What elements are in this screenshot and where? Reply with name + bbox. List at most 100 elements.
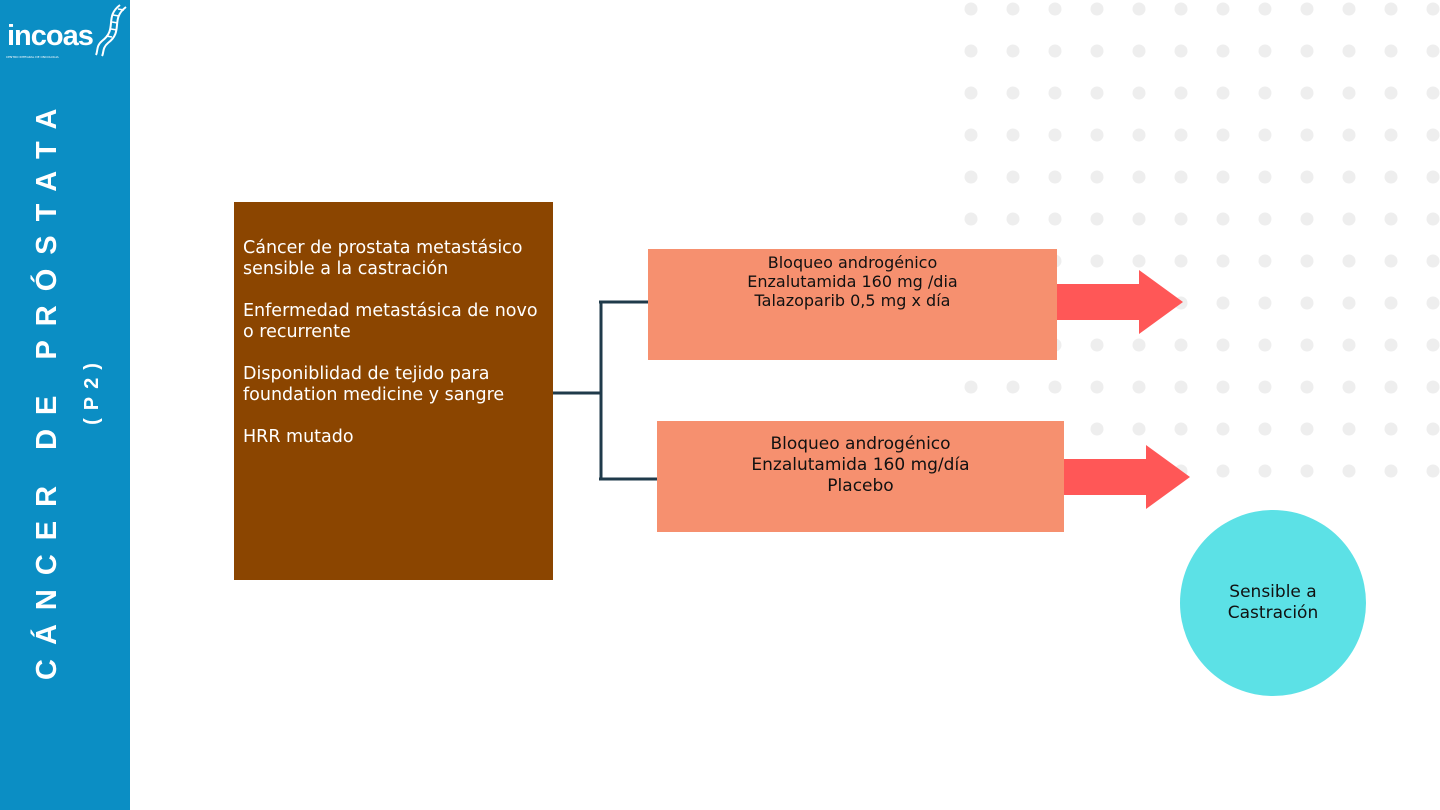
decorative-dot [1258,2,1272,16]
arm-1-arrow [1057,270,1183,334]
decorative-dot [1258,464,1272,478]
decorative-dot [1258,296,1272,310]
decorative-dot [1174,170,1188,184]
arm-2-arrow [1064,445,1190,509]
arm-2-line: Bloqueo androgénico [770,434,951,454]
decorative-dot [1300,464,1314,478]
decorative-dot [1090,44,1104,58]
decorative-dot [1426,170,1440,184]
criteria-item: Enfermedad metastásica de novo o recurre… [243,301,538,342]
result-circle: Sensible a Castración [1180,510,1366,696]
decorative-dot [1132,86,1146,100]
decorative-dot [1174,254,1188,268]
decorative-dot [1384,464,1398,478]
decorative-dot [1384,44,1398,58]
inclusion-criteria-box: Cáncer de prostata metastásico sensible … [234,202,553,580]
decorative-dot [1216,170,1230,184]
decorative-dot [1426,44,1440,58]
decorative-dot [1174,44,1188,58]
decorative-dot [1342,464,1356,478]
decorative-dot [1006,170,1020,184]
decorative-dot [1090,2,1104,16]
decorative-dot [1342,254,1356,268]
decorative-dot [1342,212,1356,226]
decorative-dot [1384,254,1398,268]
decorative-dot [1048,44,1062,58]
decorative-dot [1048,86,1062,100]
decorative-dot [1006,2,1020,16]
decorative-dot [1216,296,1230,310]
decorative-dot [1048,128,1062,142]
decorative-dot [1216,212,1230,226]
decorative-dot [1216,338,1230,352]
decorative-dot [1006,128,1020,142]
decorative-dot [1216,44,1230,58]
decorative-dot [1006,44,1020,58]
decorative-dot [964,44,978,58]
criteria-item: Cáncer de prostata metastásico sensible … [243,238,523,279]
decorative-dot [1426,212,1440,226]
decorative-dot [964,86,978,100]
decorative-dot [1216,464,1230,478]
decorative-dot [1426,338,1440,352]
decorative-dot [1174,2,1188,16]
decorative-dot [1132,380,1146,394]
decorative-dot [1006,212,1020,226]
decorative-dot [1174,422,1188,436]
decorative-dot [1384,128,1398,142]
decorative-dot [1342,422,1356,436]
decorative-dot [1216,86,1230,100]
decorative-dot [1426,422,1440,436]
decorative-dot [1426,254,1440,268]
decorative-dot [1342,86,1356,100]
decorative-dot [1090,380,1104,394]
decorative-dot [1426,380,1440,394]
decorative-dot [1300,2,1314,16]
arm-1-line: Talazoparib 0,5 mg x día [754,291,951,310]
decorative-dot [1258,86,1272,100]
decorative-dot [1426,464,1440,478]
arm-2-line: Placebo [827,476,894,496]
decorative-dot [1174,86,1188,100]
arm-2-line: Enzalutamida 160 mg/día [751,455,970,475]
decorative-dot [1132,338,1146,352]
decorative-dot [1342,170,1356,184]
result-line: Sensible a [1229,582,1317,602]
decorative-dot [1174,128,1188,142]
decorative-dot [1216,2,1230,16]
decorative-dot [1342,296,1356,310]
decorative-dot [1090,338,1104,352]
decorative-dot [1132,212,1146,226]
decorative-dot [1342,128,1356,142]
decorative-dot [1258,338,1272,352]
decorative-dot [1300,254,1314,268]
decorative-dot [1384,296,1398,310]
decorative-dot [1384,338,1398,352]
brand-tagline: CENTRO INTEGRAL DE ONCOLOGIA [6,56,59,59]
sidebar: incoas CENTRO INTEGRAL DE ONCOLOGIA CÁNC… [0,0,130,810]
decorative-dot [1258,380,1272,394]
treatment-arm-2-box: Bloqueo androgénico Enzalutamida 160 mg/… [657,421,1064,532]
decorative-dot [1216,254,1230,268]
decorative-dot [964,380,978,394]
decorative-dot [964,2,978,16]
decorative-dot [1216,128,1230,142]
decorative-dot [1258,254,1272,268]
decorative-dot [1090,212,1104,226]
decorative-dot [1300,44,1314,58]
decorative-dot [964,128,978,142]
decorative-dot [1300,422,1314,436]
decorative-dot [1090,128,1104,142]
criteria-item: HRR mutado [243,427,354,447]
decorative-dot [964,212,978,226]
decorative-dot [1090,254,1104,268]
decorative-dot [1384,380,1398,394]
decorative-dot [1090,170,1104,184]
decorative-dot [1132,44,1146,58]
decorative-dot [1132,254,1146,268]
decorative-dot [1342,338,1356,352]
decorative-dot [1342,380,1356,394]
arm-1-line: Bloqueo androgénico [767,253,938,272]
decorative-dot [1300,212,1314,226]
